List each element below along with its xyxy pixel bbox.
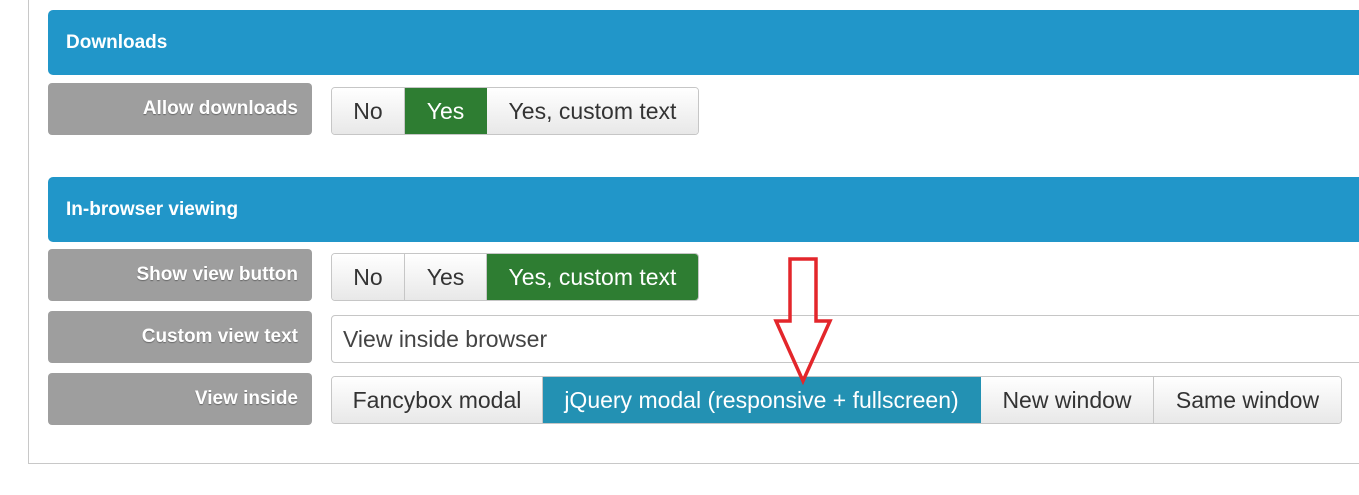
view-inside-fancybox-button[interactable]: Fancybox modal <box>332 377 543 423</box>
down-arrow-icon <box>773 257 833 386</box>
show-view-button-label: Show view button <box>48 249 312 301</box>
section-header-viewing: In-browser viewing <box>48 177 1359 242</box>
allow-downloads-no-button[interactable]: No <box>332 88 405 134</box>
allow-downloads-yes-button[interactable]: Yes <box>405 88 487 134</box>
allow-downloads-custom-button[interactable]: Yes, custom text <box>487 88 698 134</box>
view-inside-same-window-button[interactable]: Same window <box>1154 377 1341 423</box>
view-inside-new-window-button[interactable]: New window <box>981 377 1154 423</box>
view-inside-jquery-modal-button[interactable]: jQuery modal (responsive + fullscreen) <box>543 377 981 423</box>
custom-view-text-input[interactable] <box>331 315 1359 363</box>
view-inside-toggle-group: Fancybox modal jQuery modal (responsive … <box>331 376 1342 424</box>
view-inside-label-text: View inside <box>194 388 298 409</box>
allow-downloads-toggle-group: No Yes Yes, custom text <box>331 87 699 135</box>
view-inside-label: View inside <box>48 373 312 425</box>
section-title-downloads: Downloads <box>66 32 168 53</box>
show-view-no-button[interactable]: No <box>332 254 405 300</box>
section-header-downloads: Downloads <box>48 10 1359 75</box>
custom-view-text-label-text: Custom view text <box>141 326 298 347</box>
show-view-button-toggle-group: No Yes Yes, custom text <box>331 253 699 301</box>
show-view-button-label-text: Show view button <box>136 264 299 285</box>
show-view-custom-button[interactable]: Yes, custom text <box>487 254 698 300</box>
show-view-yes-button[interactable]: Yes <box>405 254 487 300</box>
allow-downloads-label: Allow downloads <box>48 83 312 135</box>
custom-view-text-label: Custom view text <box>48 311 312 363</box>
section-title-viewing: In-browser viewing <box>66 199 239 220</box>
allow-downloads-label-text: Allow downloads <box>142 98 298 119</box>
